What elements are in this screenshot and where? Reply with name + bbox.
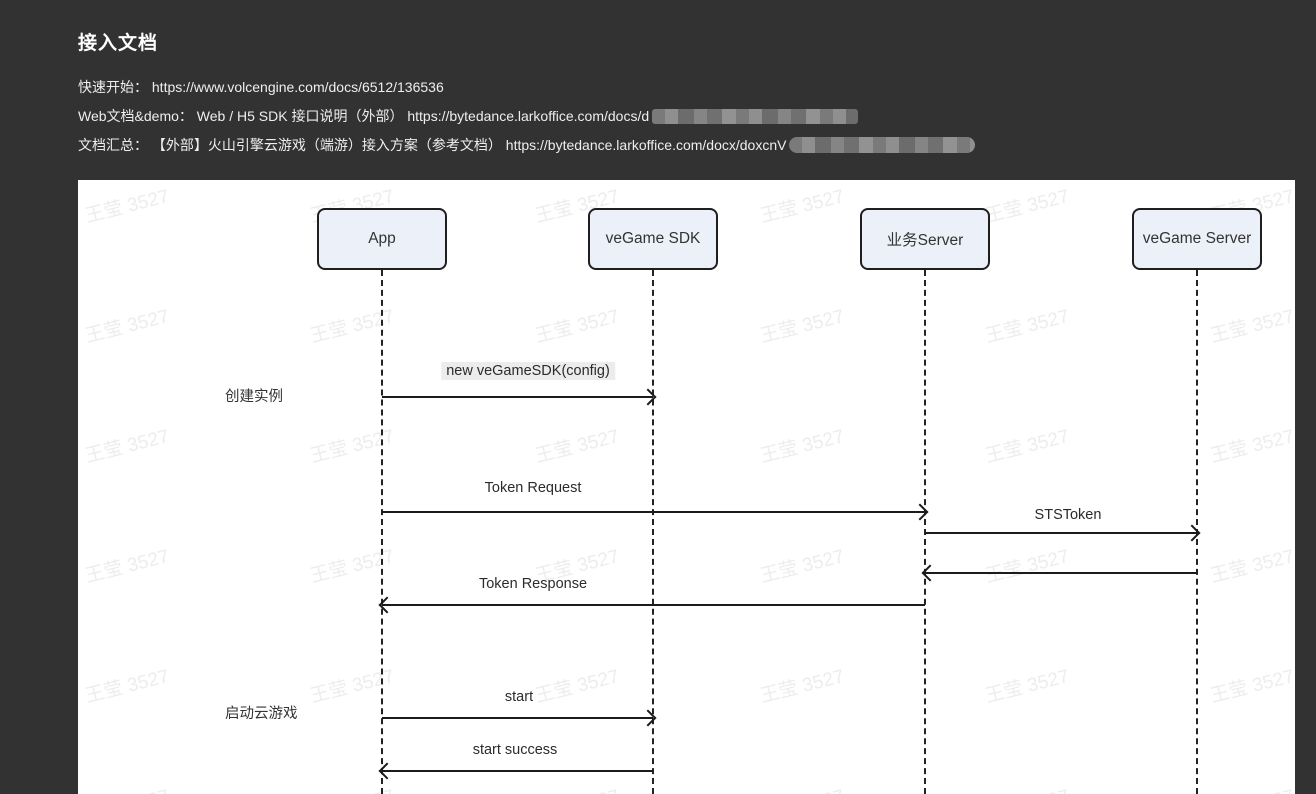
watermark-text: 王莹 3527 bbox=[1208, 306, 1295, 348]
watermark-text: 王莹 3527 bbox=[982, 781, 1072, 794]
message-label: Token Response bbox=[478, 576, 588, 592]
watermark-text: 王莹 3527 bbox=[83, 666, 172, 708]
actor-app: App bbox=[317, 208, 447, 270]
message-label: STSToken bbox=[1034, 507, 1102, 523]
watermark-text: 王莹 3527 bbox=[83, 306, 172, 348]
web-sdk-url[interactable]: https://bytedance.larkoffice.com/docs/d bbox=[407, 108, 650, 124]
message-label: new veGameSDK(config) bbox=[441, 362, 615, 380]
link-desc: 【外部】火山引擎云游戏（端游）接入方案（参考文档） bbox=[151, 137, 502, 153]
message-arrow bbox=[382, 717, 653, 719]
watermark-text: 王莹 3527 bbox=[983, 306, 1072, 348]
doc-link-web-sdk: Web文档&demo： Web / H5 SDK 接口说明（外部） https:… bbox=[78, 106, 859, 124]
watermark-text: 王莹 3527 bbox=[83, 186, 172, 228]
watermark-text: 王莹 3527 bbox=[308, 306, 397, 348]
lifeline-vegame-sdk bbox=[652, 270, 654, 794]
message-arrow bbox=[382, 396, 653, 398]
message-arrow bbox=[925, 532, 1197, 534]
watermark-text: 王莹 3527 bbox=[1208, 546, 1295, 588]
watermark-text: 王莹 3527 bbox=[983, 666, 1072, 708]
actor-vegame-sdk: veGame SDK bbox=[588, 208, 718, 270]
watermark-text: 王莹 3527 bbox=[758, 666, 847, 708]
watermark-text: 王莹 3527 bbox=[307, 781, 397, 794]
actor-vegame-server: veGame Server bbox=[1132, 208, 1262, 270]
watermark-text: 王莹 3527 bbox=[758, 546, 847, 588]
watermark-text: 王莹 3527 bbox=[83, 426, 172, 468]
watermark-text: 王莹 3527 bbox=[308, 666, 397, 708]
watermark-text: 王莹 3527 bbox=[83, 546, 172, 588]
watermark-text: 王莹 3527 bbox=[82, 781, 172, 794]
watermark-text: 王莹 3527 bbox=[533, 666, 622, 708]
quickstart-url[interactable]: https://www.volcengine.com/docs/6512/136… bbox=[151, 79, 444, 95]
link-label: 文档汇总： bbox=[78, 137, 148, 153]
lifeline-app bbox=[381, 270, 383, 794]
message-label: Token Request bbox=[484, 480, 582, 496]
watermark-text: 王莹 3527 bbox=[308, 426, 397, 468]
watermark-text: 王莹 3527 bbox=[533, 306, 622, 348]
phase-label-create-instance: 创建实例 bbox=[225, 389, 283, 405]
actor-business-server: 业务Server bbox=[860, 208, 990, 270]
watermark-text: 王莹 3527 bbox=[1208, 426, 1295, 468]
watermark-text: 王莹 3527 bbox=[983, 186, 1072, 228]
watermark-text: 王莹 3527 bbox=[758, 306, 847, 348]
message-arrow bbox=[925, 572, 1197, 574]
watermark-text: 王莹 3527 bbox=[758, 186, 847, 228]
message-label: start success bbox=[472, 742, 558, 758]
doc-link-quickstart: 快速开始： https://www.volcengine.com/docs/65… bbox=[78, 77, 444, 95]
link-label: 快速开始： bbox=[78, 79, 148, 95]
watermark-text: 王莹 3527 bbox=[533, 426, 622, 468]
watermark-text: 王莹 3527 bbox=[983, 546, 1072, 588]
watermark-text: 王莹 3527 bbox=[532, 781, 622, 794]
watermark-text: 王莹 3527 bbox=[757, 781, 847, 794]
message-label: start bbox=[504, 689, 534, 705]
link-label: Web文档&demo： bbox=[78, 108, 193, 124]
phase-label-start-cloud-game: 启动云游戏 bbox=[225, 706, 298, 722]
watermark-text: 王莹 3527 bbox=[1208, 666, 1295, 708]
page-title: 接入文档 bbox=[78, 33, 159, 54]
link-desc: Web / H5 SDK 接口说明（外部） bbox=[196, 108, 404, 124]
redacted-url-mosaic bbox=[652, 109, 859, 124]
doc-link-summary: 文档汇总： 【外部】火山引擎云游戏（端游）接入方案（参考文档） https://… bbox=[78, 135, 976, 153]
message-arrow bbox=[382, 604, 925, 606]
watermark-text: 王莹 3527 bbox=[983, 426, 1072, 468]
watermark-text: 王莹 3527 bbox=[758, 426, 847, 468]
message-arrow bbox=[382, 511, 925, 513]
redacted-url-mosaic bbox=[789, 137, 976, 153]
watermark-text: 王莹 3527 bbox=[1207, 781, 1295, 794]
message-arrow bbox=[382, 770, 653, 772]
summary-url[interactable]: https://bytedance.larkoffice.com/docx/do… bbox=[505, 137, 787, 153]
sequence-diagram-panel: 王莹 3527 王莹 3527 王莹 3527 王莹 3527 王莹 3527 王莹 35… bbox=[78, 180, 1295, 794]
watermark-text: 王莹 3527 bbox=[308, 546, 397, 588]
